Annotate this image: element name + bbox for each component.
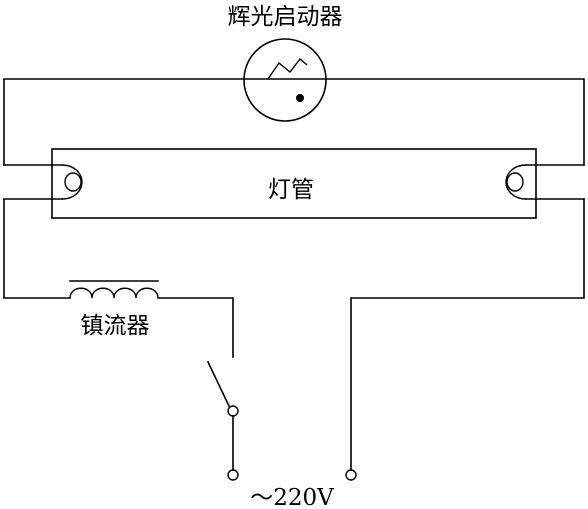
power-switch <box>206 360 239 481</box>
left-filament <box>3 164 83 200</box>
right-filament <box>505 164 585 200</box>
starter-label: 辉光启动器 <box>228 4 343 30</box>
starter-bulb <box>243 38 327 122</box>
ballast-left-wire <box>3 198 71 299</box>
switch-terminal <box>227 405 239 417</box>
tube-body <box>51 148 537 219</box>
ballast-inductor <box>69 280 159 299</box>
ballast-label: 镇流器 <box>81 313 150 339</box>
supply-terminal-left <box>227 469 239 481</box>
bimetal-electrode <box>267 57 308 80</box>
switch-upper-wire <box>157 297 234 358</box>
tube-label: 灯管 <box>268 177 314 203</box>
supply-right-wire <box>350 198 585 471</box>
switch-blade <box>206 360 231 408</box>
ballast-coil <box>69 287 159 299</box>
starter-left-wire <box>3 78 245 166</box>
glow-starter <box>243 38 327 122</box>
voltage-label: ～220V <box>250 485 334 509</box>
supply-terminal-right <box>345 469 357 481</box>
starter-right-wire <box>325 78 585 166</box>
starter-contact-dot <box>296 94 304 102</box>
